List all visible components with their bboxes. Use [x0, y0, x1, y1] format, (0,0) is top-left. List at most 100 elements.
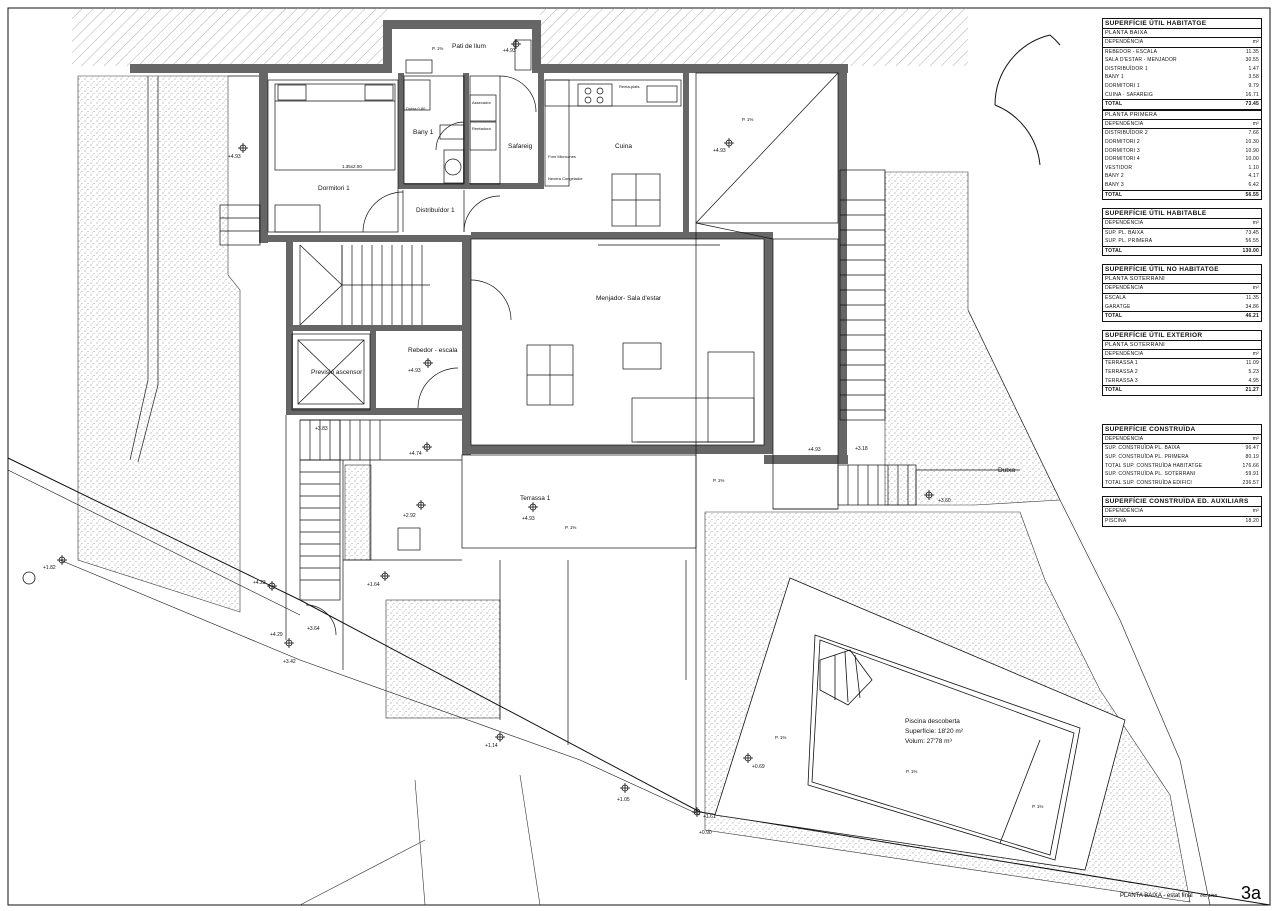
row-value: 10.30 — [1245, 138, 1259, 145]
row-value: 59.91 — [1245, 471, 1259, 478]
total-value: 73.45 — [1245, 101, 1259, 108]
svg-text:P. 1%: P. 1% — [906, 769, 917, 774]
total-value: 21.27 — [1245, 387, 1259, 394]
row-value: 5.23 — [1248, 369, 1259, 376]
svg-text:+4.23: +4.23 — [253, 580, 266, 586]
svg-text:+3.42: +3.42 — [283, 659, 296, 665]
table-subtitle: PLANTA SOTERRANI — [1103, 341, 1261, 350]
fixture-rentadora: Rentadora — [472, 126, 491, 131]
garden-courtyard — [385, 599, 501, 719]
garden-small — [344, 464, 372, 561]
column-header: m² — [1252, 39, 1259, 45]
table-subtitle: PLANTA SOTERRANI — [1103, 275, 1261, 285]
row-value: 176.66 — [1242, 462, 1259, 469]
exterior-walls — [130, 20, 848, 464]
row-label: TOTAL SUP. CONSTRUÏDA EDIFICI — [1105, 479, 1193, 486]
svg-text:+3.60: +3.60 — [938, 498, 951, 504]
row-label: SALA D'ESTAR - MENJADOR — [1105, 57, 1177, 64]
column-header: m² — [1252, 350, 1259, 357]
row-value: 80.19 — [1245, 454, 1259, 460]
column-header: m² — [1252, 220, 1259, 227]
row-label: DORMITORI 2 — [1105, 138, 1140, 145]
table-title: SUPERFÍCIE CONSTRUÏDA ED. AUXILIARS — [1103, 497, 1261, 508]
row-label: REBEDOR - ESCALA — [1105, 48, 1158, 55]
row-label: PISCINA — [1105, 517, 1127, 524]
row-label: SUP. CONSTRUÏDA PL. SOTERRANI — [1105, 471, 1196, 478]
table-row: SUP. CONSTRUÏDA PL. PRIMERA 80.19 — [1103, 453, 1261, 462]
table-total-row: TOTAL 73.45 — [1103, 99, 1261, 109]
row-value: 4.95 — [1248, 377, 1259, 384]
svg-text:+1.05: +1.05 — [617, 797, 630, 803]
table-title: SUPERFÍCIE ÚTIL EXTERIOR — [1103, 331, 1261, 341]
svg-text:+3.64: +3.64 — [307, 626, 320, 632]
footer-label: PLANTA BAIXA - estat final — [1120, 893, 1193, 899]
garden-east — [884, 171, 1061, 506]
row-value: 96.47 — [1245, 445, 1259, 452]
row-label: BANY 1 — [1105, 74, 1124, 81]
hatched-area-north — [72, 8, 387, 66]
room-rebedor: Rebedor - escala — [408, 347, 458, 354]
svg-text:P. 1%: P. 1% — [1032, 804, 1043, 809]
row-value: 9.79 — [1248, 82, 1259, 89]
room-distribuidor1: Distribuïdor 1 — [416, 207, 455, 214]
fixture-shower: Dutxa 0,80 — [406, 106, 426, 111]
level-markers — [22, 39, 934, 817]
hatched-area-north-east — [540, 8, 968, 66]
total-label: TOTAL — [1105, 101, 1123, 108]
row-value: 7.66 — [1248, 130, 1259, 137]
svg-text:+3.83: +3.83 — [315, 426, 328, 432]
svg-text:+1.14: +1.14 — [485, 743, 498, 749]
total-label: TOTAL — [1105, 191, 1123, 198]
room-previsio: Previsió ascensor — [311, 369, 363, 376]
row-value: 1.10 — [1248, 164, 1259, 171]
row-label: BANY 2 — [1105, 173, 1124, 180]
svg-text:+2.92: +2.92 — [403, 513, 416, 519]
row-value: 6.42 — [1248, 181, 1259, 188]
svg-text:P. 1%: P. 1% — [713, 478, 724, 483]
column-header: DEPENDÈNCIA — [1105, 285, 1144, 292]
svg-text:+3.18: +3.18 — [855, 446, 868, 452]
bed-size-label: 1.35x2.00 — [342, 164, 362, 169]
drawing-footer: PLANTA BAIXA - estat final esc 1/50 — [1120, 893, 1217, 899]
row-label: DORMITORI 3 — [1105, 147, 1140, 154]
row-value: 30.55 — [1245, 57, 1259, 64]
row-value: 73.45 — [1245, 229, 1259, 236]
footer-scale: esc 1/50 — [1200, 893, 1218, 898]
svg-text:+0.69: +0.69 — [752, 764, 765, 770]
column-header: m² — [1252, 435, 1259, 442]
table-row: DORMITORI 2 10.30 — [1103, 138, 1261, 147]
svg-text:+4.93: +4.93 — [522, 516, 535, 522]
fixture-nevera: Nevera Congelador — [548, 176, 583, 181]
row-label: SUP. CONSTRUÏDA PL. PRIMERA — [1105, 454, 1189, 460]
row-label: DISTRIBUÏDOR 1 — [1105, 65, 1148, 72]
table-header-row: DEPENDÈNCIA m² — [1103, 38, 1261, 48]
svg-text:+4.29: +4.29 — [270, 632, 283, 638]
svg-text:+4.93: +4.93 — [503, 48, 516, 54]
column-header: DEPENDÈNCIA — [1105, 39, 1144, 45]
row-label: DORMITORI 4 — [1105, 156, 1140, 163]
sheet-number: 3a — [1241, 883, 1262, 903]
row-value: 4.17 — [1248, 173, 1259, 180]
room-pati: Pati de llum — [452, 43, 486, 50]
column-header: DEPENDÈNCIA — [1105, 220, 1144, 227]
